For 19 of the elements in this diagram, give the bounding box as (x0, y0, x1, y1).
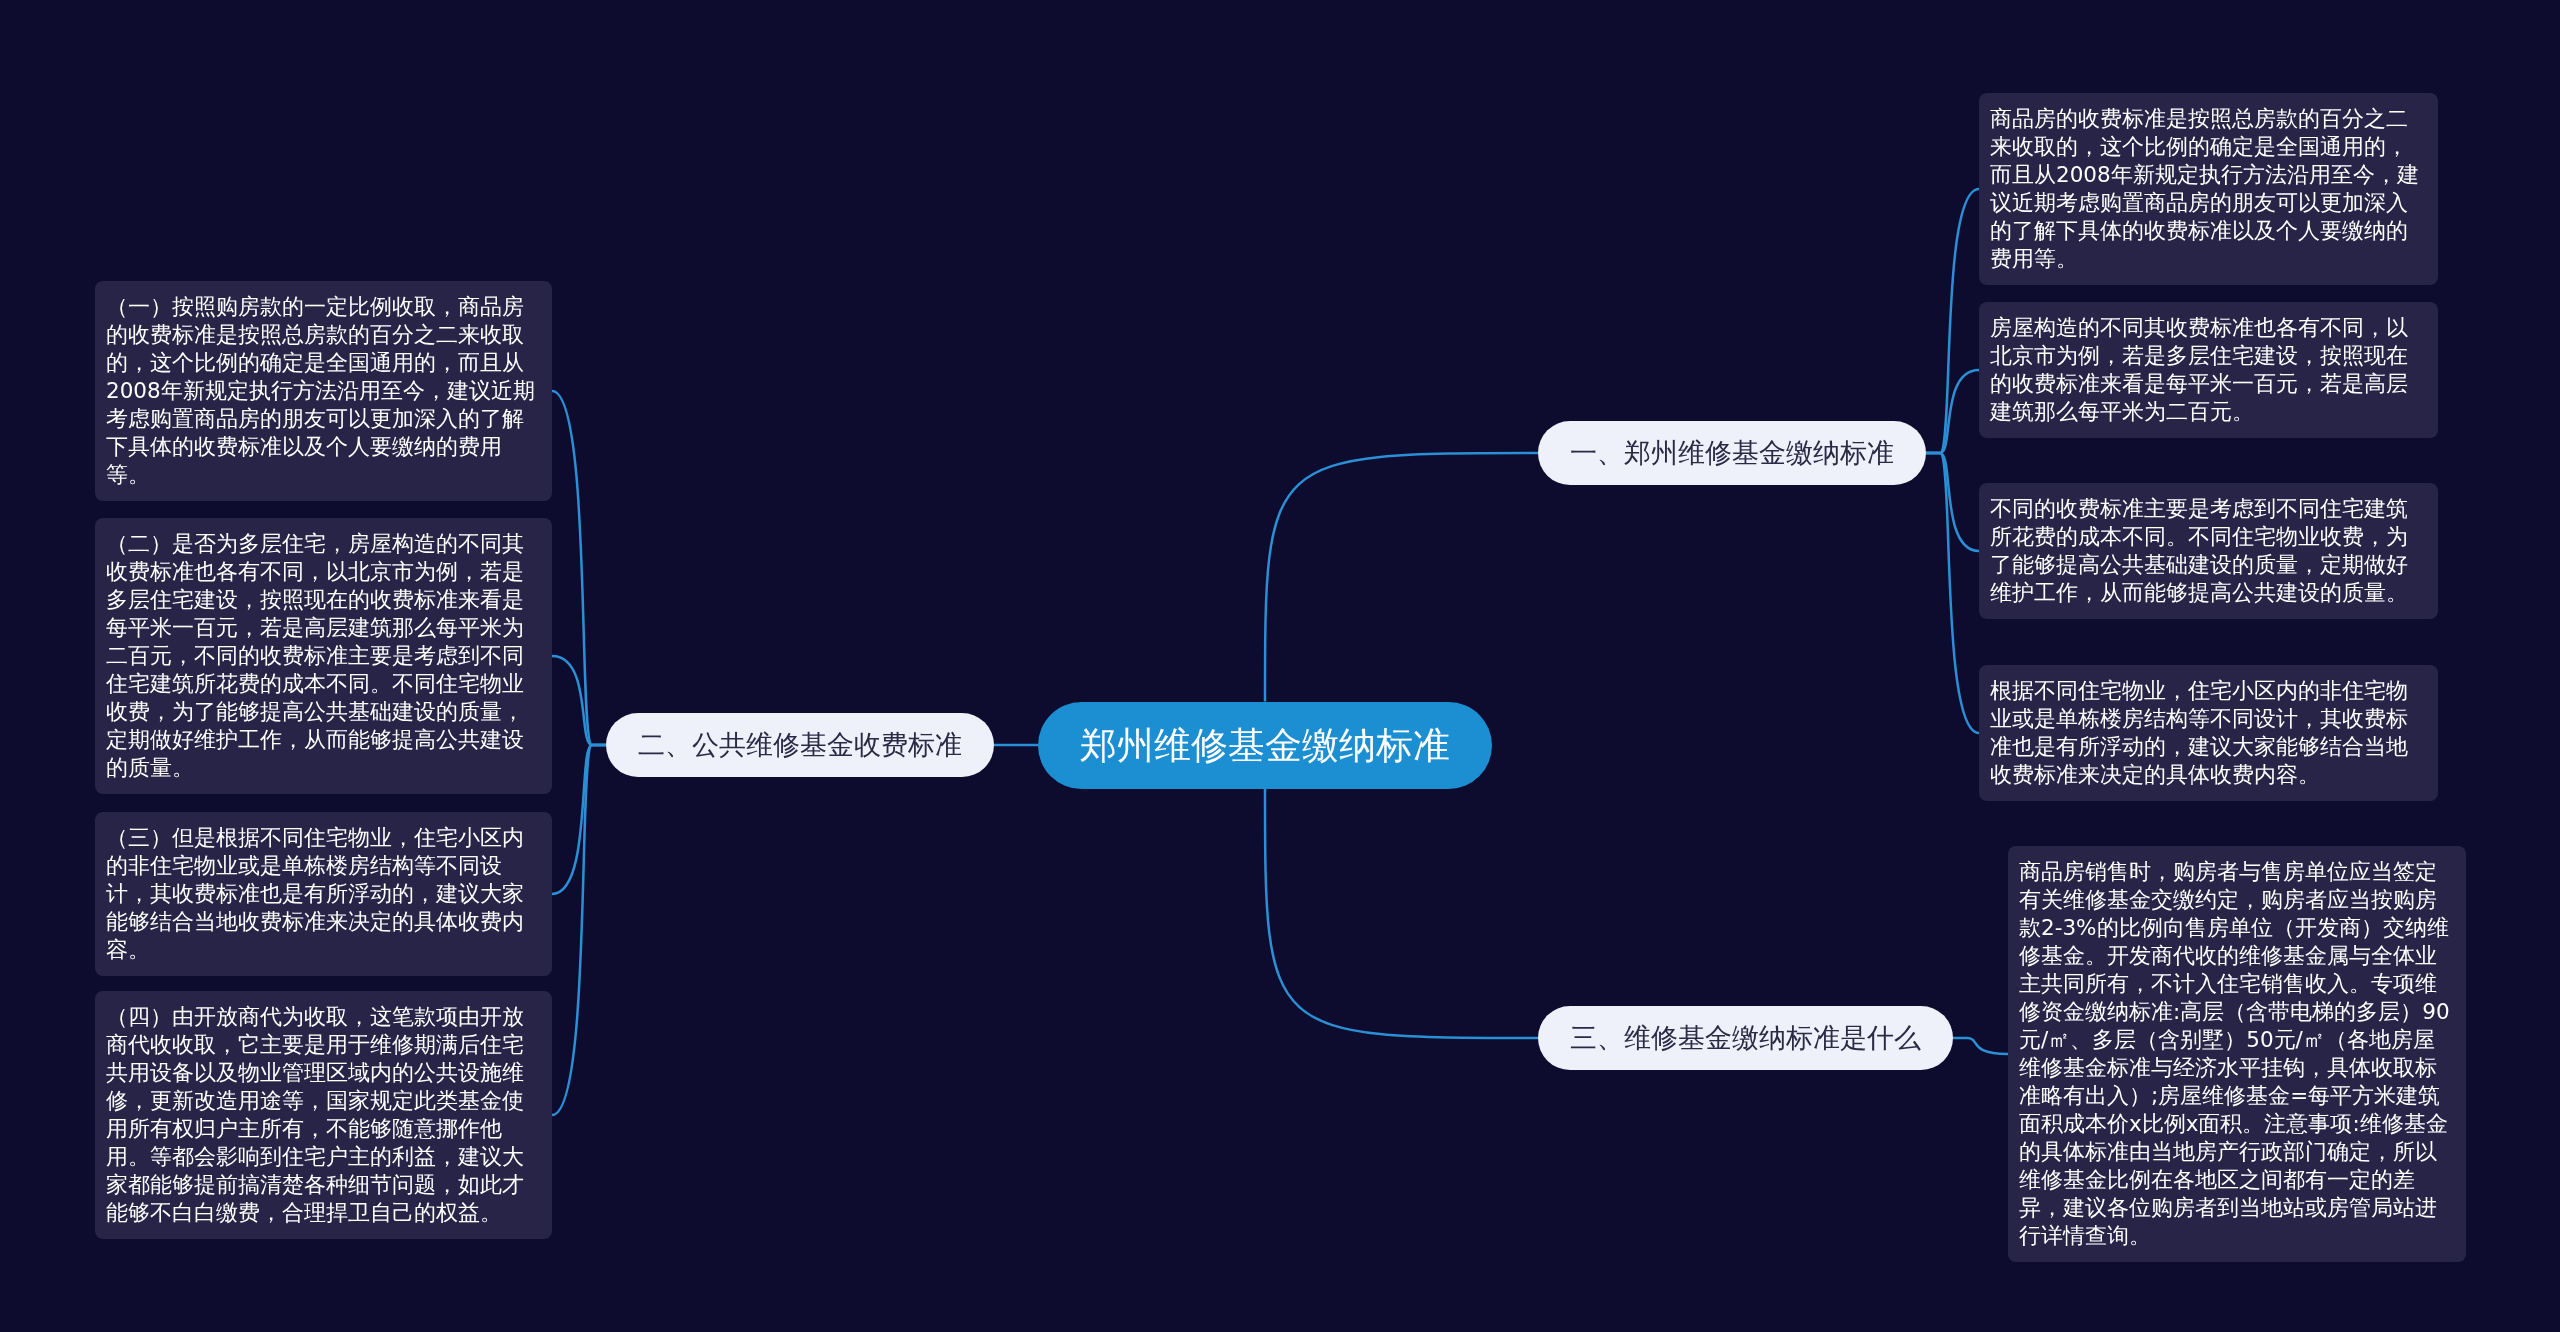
branch-topic: 一、郑州维修基金缴纳标准 (1538, 421, 1926, 485)
connector-line (1263, 451, 1538, 702)
branch-topic: 三、维修基金缴纳标准是什么 (1538, 1006, 1953, 1070)
text-card: （三）但是根据不同住宅物业，住宅小区内的非住宅物业或是单栋楼房结构等不同设计，其收费标准也是有所浮动的，建议大家能够结合当地收费标准来决定的具体收费内容。 (95, 812, 552, 976)
text-card: 商品房销售时，购房者与售房单位应当签定有关维修基金交缴约定，购房者应当按购房款2-3%的比例向售房单位（开发商）交纳维修基金。开发商代收的维修基金属与全体业主共同所有，不计入住宅销售收入。专项维修资金缴纳标准:高层（含带电梯的多层）90元/㎡、多层（含别墅）50元/㎡（各地房屋维修基金标准与经济水平挂钩，具体收取标准略有出入）;房屋维修基金=每平方米建筑面积成本价x比例x面积。注意事项:维修基金的具体标准由当地房产行政部门确定，所以维修基金比例在各地区之间都有一定的差异，建议各位购房者到当地站或房管局站进行详情查询。 (2008, 846, 2466, 1262)
connector-line (1953, 1036, 2009, 1056)
connector-line (1926, 451, 1980, 735)
text-card: 房屋构造的不同其收费标准也各有不同，以北京市为例，若是多层住宅建设，按照现在的收费标准来看是每平米一百元，若是高层建筑那么每平米为二百元。 (1979, 302, 2438, 438)
connector-line (1263, 788, 1538, 1040)
connector-line (551, 743, 606, 1116)
text-card: 不同的收费标准主要是考虑到不同住宅建筑所花费的成本不同。不同住宅物业收费，为了能够提高公共基础建设的质量，定期做好维护工作，从而能够提高公共建设的质量。 (1979, 483, 2438, 619)
text-card: （四）由开放商代为收取，这笔款项由开放商代收收取，它主要是用于维修期满后住宅共用设备以及物业管理区域内的公共设施维修，更新改造用途等，国家规定此类基金使用所有权归户主所有，不能够随意挪作他用。等都会影响到住宅户主的利益，建议大家都能够提前搞清楚各种细节问题，如此才能够不白白缴费，合理捍卫自己的权益。 (95, 991, 552, 1239)
text-card: 根据不同住宅物业，住宅小区内的非住宅物业或是单栋楼房结构等不同设计，其收费标准也是有所浮动的，建议大家能够结合当地收费标准来决定的具体收费内容。 (1979, 665, 2438, 801)
text-card: 商品房的收费标准是按照总房款的百分之二来收取的，这个比例的确定是全国通用的，而且从2008年新规定执行方法沿用至今，建议近期考虑购置商品房的朋友可以更加深入的了解下具体的收费标准以及个人要缴纳的费用等。 (1979, 93, 2438, 285)
connector-line (994, 743, 1038, 747)
text-card: （一）按照购房款的一定比例收取，商品房的收费标准是按照总房款的百分之二来收取的，这个比例的确定是全国通用的，而且从2008年新规定执行方法沿用至今，建议近期考虑购置商品房的朋友可以更加深入的了解下具体的收费标准以及个人要缴纳的费用等。 (95, 281, 552, 501)
text-card: （二）是否为多层住宅，房屋构造的不同其收费标准也各有不同，以北京市为例，若是多层住宅建设，按照现在的收费标准来看是每平米一百元，若是高层建筑那么每平米为二百元，不同的收费标准主要是考虑到不同住宅建筑所花费的成本不同。不同住宅物业收费，为了能够提高公共基础建设的质量，定期做好维护工作，从而能够提高公共建设的质量。 (95, 518, 552, 794)
branch-topic: 二、公共维修基金收费标准 (606, 713, 994, 777)
central-topic: 郑州维修基金缴纳标准 (1038, 701, 1492, 789)
